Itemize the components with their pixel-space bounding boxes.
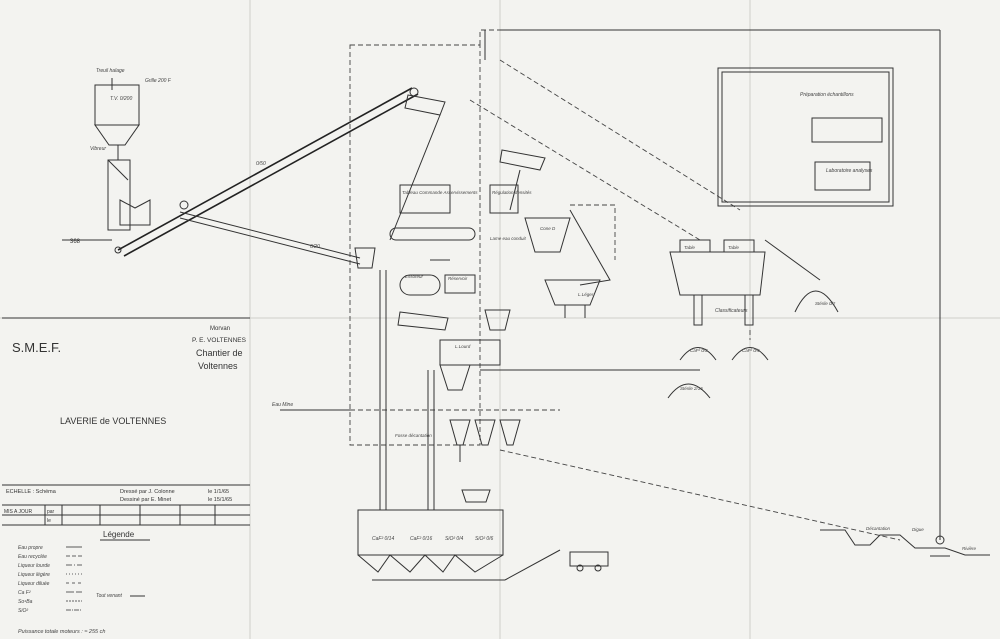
tableau-label: Tableau Commande Asservissements [402,190,478,195]
heap1-label: CaF² 0/3 [690,348,708,353]
legend-item-label: Ca F² [18,590,31,596]
eau-mine-label: Eau Mine [272,402,293,408]
scale-368-label: 368 [70,239,81,245]
leger-label: L.Léger [578,292,594,297]
legend-item-label: Eau propre [18,545,43,551]
reservoir-label: Réservoir [448,276,468,281]
hopper-label: T.V. 0/200 [110,96,132,102]
pe-label: P. E. VOLTENNES [192,337,247,344]
main-conveyor [117,87,419,269]
legend-tout-venant: Tout venant [96,593,123,599]
legend-item-label: Liqueur légère [18,572,50,578]
legend-item-label: Liqueur lourde [18,563,50,569]
essoreur-label: Essoreur [405,274,424,279]
chantier-line2: Voltennes [198,361,238,371]
grille-label: Grille 200 F [145,78,172,84]
regulation-label: Régulation densités [492,190,532,195]
prep-label: Préparation échantillons [800,92,854,98]
legend-item-label: So⁴Ba [18,599,33,605]
dessine-date: le 15/1/65 [208,497,232,503]
silo-label-4: SiO² 0/6 [475,536,494,542]
lame-eau-label: Lame eau conduit [490,236,527,241]
company-name: S.M.E.F. [12,340,61,355]
decantation-label: Décantation [866,526,891,531]
legend-item-label: Eau recyclée [18,554,47,560]
conveyor-label: 0/50 [256,161,266,167]
cone-label: Cone D [540,226,556,231]
silos [357,509,609,581]
sterile-label: Stérile 0/2 [815,301,836,306]
dresse-label: Dressé par J. Colonne [120,489,175,495]
le-label: le [47,518,51,524]
dresse-date: le 1/1/65 [208,489,229,495]
silo-label-1: CaF² 0/14 [372,536,394,542]
legend-title: Légende [103,530,135,539]
plant-flow-lines [280,29,941,541]
mis-a-jour-label: MIS A JOUR [4,509,32,515]
classificateurs-label: Classificateurs [715,308,748,314]
title-block [2,317,250,526]
silo-label-2: CaF² 0/16 [410,536,432,542]
heap2-label: CaF² 0/4 [742,348,760,353]
labo-label: Laboratoire analyses [826,168,873,174]
power-label: Puissance totale moteurs : ≈ 255 ch [18,629,105,635]
legend-item-label: SiO² [18,608,28,614]
dessine-label: Dessiné par E. Minet [120,497,172,503]
par-label: par [47,509,55,515]
table-label-1: Table [684,245,695,250]
heap3-label: Stérile 2/16 [680,386,703,391]
treuil-label: Treuil halage [96,68,125,74]
legend-item-label: Liqueur diluée [18,581,50,587]
drawing-title: LAVERIE de VOLTENNES [60,416,166,426]
chantier-line1: Chantier de [196,348,243,358]
conveyor-label2: 0/20 [310,244,320,250]
fosse-label: Fosse décantation [395,433,432,438]
digue-label: Digue [912,527,924,532]
lourd-label: L.Lourd [455,344,471,349]
table-label-2: Table [728,245,739,250]
echelle-label: ECHELLE : Schéma [6,489,57,495]
silo-label-3: SiO² 0/4 [445,536,464,542]
pond-profile [820,529,990,557]
tables-section [667,239,839,399]
riviere-label: Rivière [962,546,977,551]
feeder-label: Vibreur [90,146,106,152]
skip-hopper [62,78,151,254]
lab-box [717,67,894,207]
region-label: Morvan [210,326,230,332]
